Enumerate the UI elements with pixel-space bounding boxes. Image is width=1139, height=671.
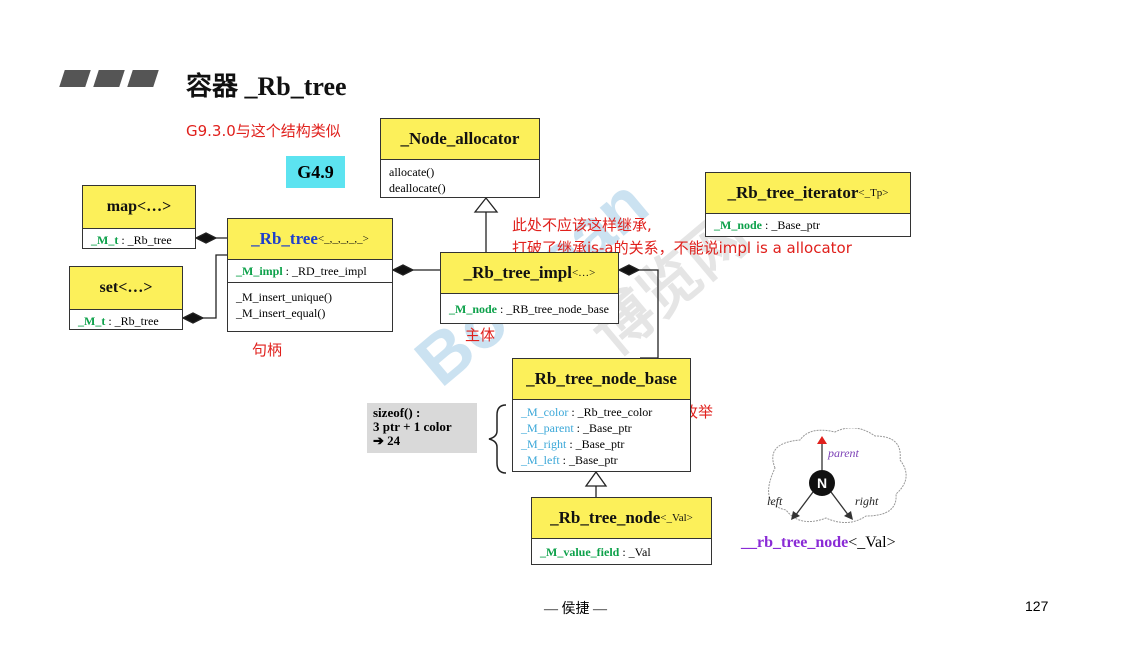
field-type: : _Base_ptr xyxy=(569,437,625,451)
template-params: <_Tp> xyxy=(858,187,889,199)
field-name: _M_value_field xyxy=(540,545,620,559)
class-name: _Rb_tree_node xyxy=(550,508,661,527)
right-arrow xyxy=(830,491,850,517)
class-rb-tree-node: _Rb_tree_node <_Val> _M_value_field : _V… xyxy=(531,497,712,565)
page-number: 127 xyxy=(1025,598,1049,614)
class-name-row: _Rb_tree_impl <…> xyxy=(441,253,618,294)
field-row: _M_node : _Base_ptr xyxy=(706,214,910,233)
field-name: _M_node xyxy=(714,218,762,232)
field-type: : _Base_ptr xyxy=(576,421,632,435)
field-type: : _Rb_tree_color xyxy=(571,405,653,419)
field-name: _M_t xyxy=(91,233,119,247)
class-rb-tree-impl: _Rb_tree_impl <…> _M_node : _RB_tree_nod… xyxy=(440,252,619,324)
footer-author: — 侯捷 — xyxy=(544,602,607,617)
field-type: : _RD_tree_impl xyxy=(285,264,367,278)
node-label: N xyxy=(817,475,827,491)
field-row: _M_value_field : _Val xyxy=(532,539,711,560)
field-type: : _Val xyxy=(622,545,651,559)
class-rb-tree: _Rb_tree <_,_,_,_,_> _M_impl : _RD_tree_… xyxy=(227,218,393,332)
note-inherit-1: 此处不应该这样继承, xyxy=(512,216,652,234)
template-params: <_Val> xyxy=(660,512,693,524)
class-name: _Rb_tree xyxy=(251,229,318,248)
sizeof-note: sizeof() : 3 ptr + 1 color ➔ 24 xyxy=(367,403,477,453)
class-name: _Rb_tree_impl xyxy=(463,263,572,282)
class-name: set<…> xyxy=(70,267,182,310)
version-badge: G4.9 xyxy=(286,156,345,188)
field-row: _M_t : _Rb_tree xyxy=(83,229,195,248)
method-insert-unique: _M_insert_unique() xyxy=(236,290,332,304)
class-name-row: _Rb_tree_iterator <_Tp> xyxy=(706,173,910,214)
sizeof-line: ➔ 24 xyxy=(373,433,401,448)
field-type: : _Base_ptr xyxy=(765,218,820,232)
caption-tparam: <_Val> xyxy=(848,534,896,551)
class-name-row: _Rb_tree <_,_,_,_,_> xyxy=(228,219,392,260)
right-label: right xyxy=(855,494,879,508)
note-handle: 句柄 xyxy=(252,341,283,359)
field-row: _M_left : _Base_ptr xyxy=(513,452,690,468)
field-name: _M_left xyxy=(521,453,560,467)
class-name: _Rb_tree_iterator xyxy=(727,183,859,202)
field-name: _M_right xyxy=(521,437,567,451)
class-map: map<…> _M_t : _Rb_tree xyxy=(82,185,196,249)
parent-label: parent xyxy=(827,446,860,460)
caption-type: __rb_tree_node xyxy=(741,534,849,551)
sizeof-line: 3 ptr + 1 color xyxy=(373,419,452,434)
field-name: _M_impl xyxy=(236,264,283,278)
class-name: _Rb_tree_node_base xyxy=(513,359,690,400)
field-row: _M_parent : _Base_ptr xyxy=(513,420,690,436)
field-row: _M_impl : _RD_tree_impl xyxy=(228,260,392,283)
cloud-outline xyxy=(768,428,907,523)
method-allocate: allocate() xyxy=(389,165,435,179)
field-type: : _Base_ptr xyxy=(562,453,618,467)
field-name: _M_node xyxy=(449,302,497,316)
field-row: _M_t : _Rb_tree xyxy=(70,310,182,329)
note-g930: G9.3.0与这个结构类似 xyxy=(186,122,341,140)
class-name: _Node_allocator xyxy=(381,119,539,160)
node-circle xyxy=(809,470,835,496)
field-type: : _RB_tree_node_base xyxy=(500,302,609,316)
field-row: _M_node : _RB_tree_node_base xyxy=(441,294,618,317)
method-deallocate: deallocate() xyxy=(389,181,446,195)
class-rb-tree-iterator: _Rb_tree_iterator <_Tp> _M_node : _Base_… xyxy=(705,172,911,237)
template-params: <_,_,_,_,_> xyxy=(317,233,369,245)
field-list: _M_color : _Rb_tree_color _M_parent : _B… xyxy=(513,400,690,468)
class-name: map<…> xyxy=(83,186,195,229)
field-row: _M_right : _Base_ptr xyxy=(513,436,690,452)
sizeof-line: sizeof() : xyxy=(373,405,421,420)
left-label: left xyxy=(767,494,783,508)
left-arrow xyxy=(794,491,814,517)
class-set: set<…> _M_t : _Rb_tree xyxy=(69,266,183,330)
page-title: 容器 _Rb_tree xyxy=(186,72,347,101)
method-insert-equal: _M_insert_equal() xyxy=(236,306,326,320)
field-row: _M_color : _Rb_tree_color xyxy=(513,404,690,420)
template-params: <…> xyxy=(571,267,596,279)
note-body: 主体 xyxy=(465,326,496,344)
class-node-allocator: _Node_allocator allocate() deallocate() xyxy=(380,118,540,198)
field-name: _M_parent xyxy=(521,421,574,435)
node-figure-caption: __rb_tree_node<_Val> xyxy=(741,534,896,552)
field-type: : _Rb_tree xyxy=(121,233,172,247)
field-name: _M_color xyxy=(521,405,569,419)
field-name: _M_t xyxy=(78,314,106,328)
class-rb-tree-node-base: _Rb_tree_node_base _M_color : _Rb_tree_c… xyxy=(512,358,691,472)
node-figure: N parent left right xyxy=(767,428,907,523)
class-name-row: _Rb_tree_node <_Val> xyxy=(532,498,711,539)
field-type: : _Rb_tree xyxy=(108,314,159,328)
